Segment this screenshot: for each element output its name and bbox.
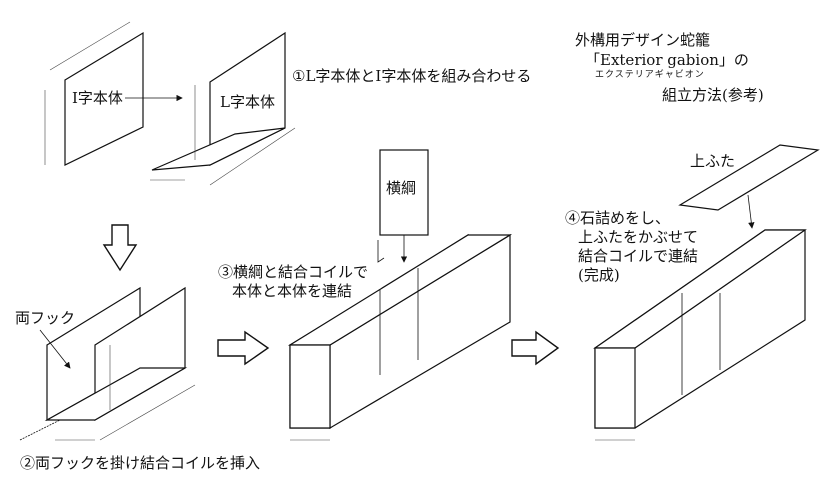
lateral-wire-box xyxy=(379,149,429,263)
both-hook-label: 両フック xyxy=(15,309,76,327)
right-arrow-icon xyxy=(511,330,560,366)
step4-label-line2: 上ふたをかぶせて xyxy=(578,228,699,246)
right-arrow-icon xyxy=(217,330,270,366)
lateral-wire-label: 横綱 xyxy=(386,179,417,197)
step3-label-line1: ③横綱と結合コイルで xyxy=(218,263,369,281)
completed-box xyxy=(593,229,807,441)
title-line3: 組立方法(参考) xyxy=(662,86,764,104)
connected-box xyxy=(287,233,513,441)
l-body-label: L字本体 xyxy=(220,93,275,111)
title-line2: 「Exterior gabion」の xyxy=(585,51,749,69)
step4-label-line1: ④石詰めをし、 xyxy=(565,209,671,227)
step4-label-line3: 結合コイルで連結 xyxy=(578,247,699,265)
step2-label: ②両フックを掛け結合コイルを挿入 xyxy=(20,454,261,472)
top-lid-panel xyxy=(678,144,820,229)
title-line1: 外構用デザイン蛇籠 xyxy=(575,31,711,49)
step4-label-line4: (完成) xyxy=(578,266,620,284)
title-ruby: エクステリアギャビオン xyxy=(595,70,705,80)
i-body-label: I字本体 xyxy=(72,89,123,107)
step1-label: ①L字本体とI字本体を組み合わせる xyxy=(292,67,532,85)
top-lid-label: 上ふた xyxy=(690,152,736,170)
down-arrow-icon xyxy=(102,224,138,272)
combined-body xyxy=(19,286,196,441)
step3-label-line2: 本体と本体を連結 xyxy=(232,282,353,300)
